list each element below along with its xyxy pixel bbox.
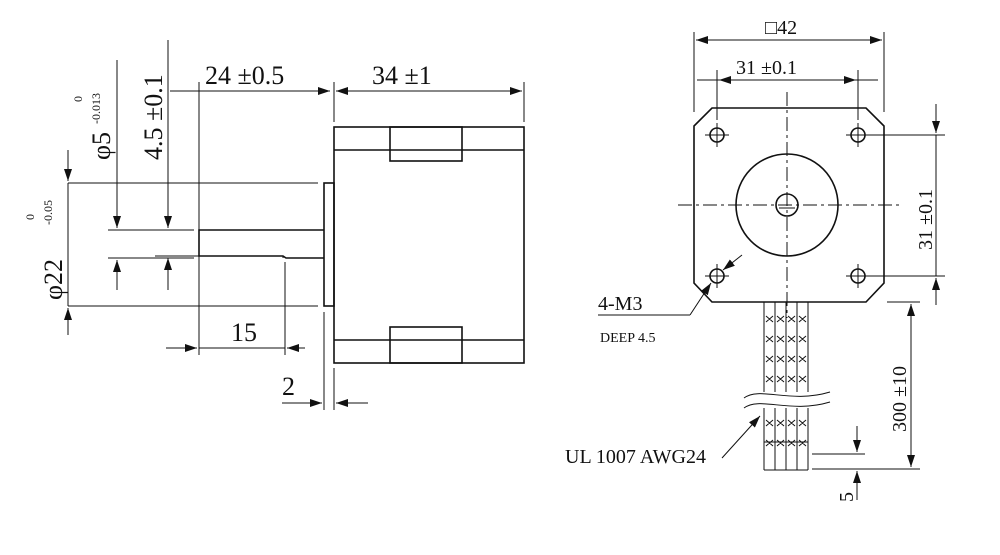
dim-boss-dia: φ22 <box>39 259 68 300</box>
dim-boss-thickness: 2 <box>282 372 295 401</box>
dim-hole-spacing-h: 31 ±0.1 <box>736 57 797 79</box>
tol-shaft-lower: -0.013 <box>89 93 103 124</box>
wire-leader <box>721 415 761 459</box>
dim-wire-length: 300 ±10 <box>889 366 911 432</box>
tol-boss-lower: -0.05 <box>41 200 55 225</box>
hole-leader-arrow2 <box>722 254 743 271</box>
hole-leader-diag <box>689 282 712 316</box>
side-view: 24 ±0.5 34 ±1 15 2 φ22 0 -0.05 φ5 0 -0.0… <box>23 40 525 410</box>
front-boss <box>323 182 335 307</box>
flange-outline <box>693 107 885 303</box>
pilot-boss <box>735 153 839 257</box>
shaft-end <box>775 193 799 217</box>
tol-boss-upper: 0 <box>23 214 37 220</box>
hole-depth: DEEP 4.5 <box>600 331 655 346</box>
mounting-hole <box>705 123 729 147</box>
top-clamp-block <box>389 126 463 162</box>
dim-hole-spacing-v: 31 ±0.1 <box>915 189 937 250</box>
mounting-hole <box>705 264 729 288</box>
bottom-clamp-block <box>389 326 463 364</box>
hole-label: 4-M3 <box>598 293 642 315</box>
lead-wires <box>743 301 831 471</box>
dim-flat-depth: 4.5 ±0.1 <box>139 74 168 160</box>
dim-strip-length: 5 <box>836 492 858 502</box>
shaft-outline <box>198 229 324 259</box>
dim-shaft-dia: φ5 <box>87 132 116 160</box>
mounting-hole <box>846 123 870 147</box>
dim-body-length: 34 ±1 <box>372 61 432 90</box>
front-view: □42 31 ±0.1 31 ±0.1 4-M3 DEEP 4.5 <box>565 17 945 502</box>
dim-shaft-length: 24 ±0.5 <box>205 61 284 90</box>
tol-shaft-upper: 0 <box>71 96 85 102</box>
dim-flat-length: 15 <box>231 318 257 347</box>
dim-square: □42 <box>765 17 797 39</box>
wire-label: UL 1007 AWG24 <box>565 446 706 468</box>
